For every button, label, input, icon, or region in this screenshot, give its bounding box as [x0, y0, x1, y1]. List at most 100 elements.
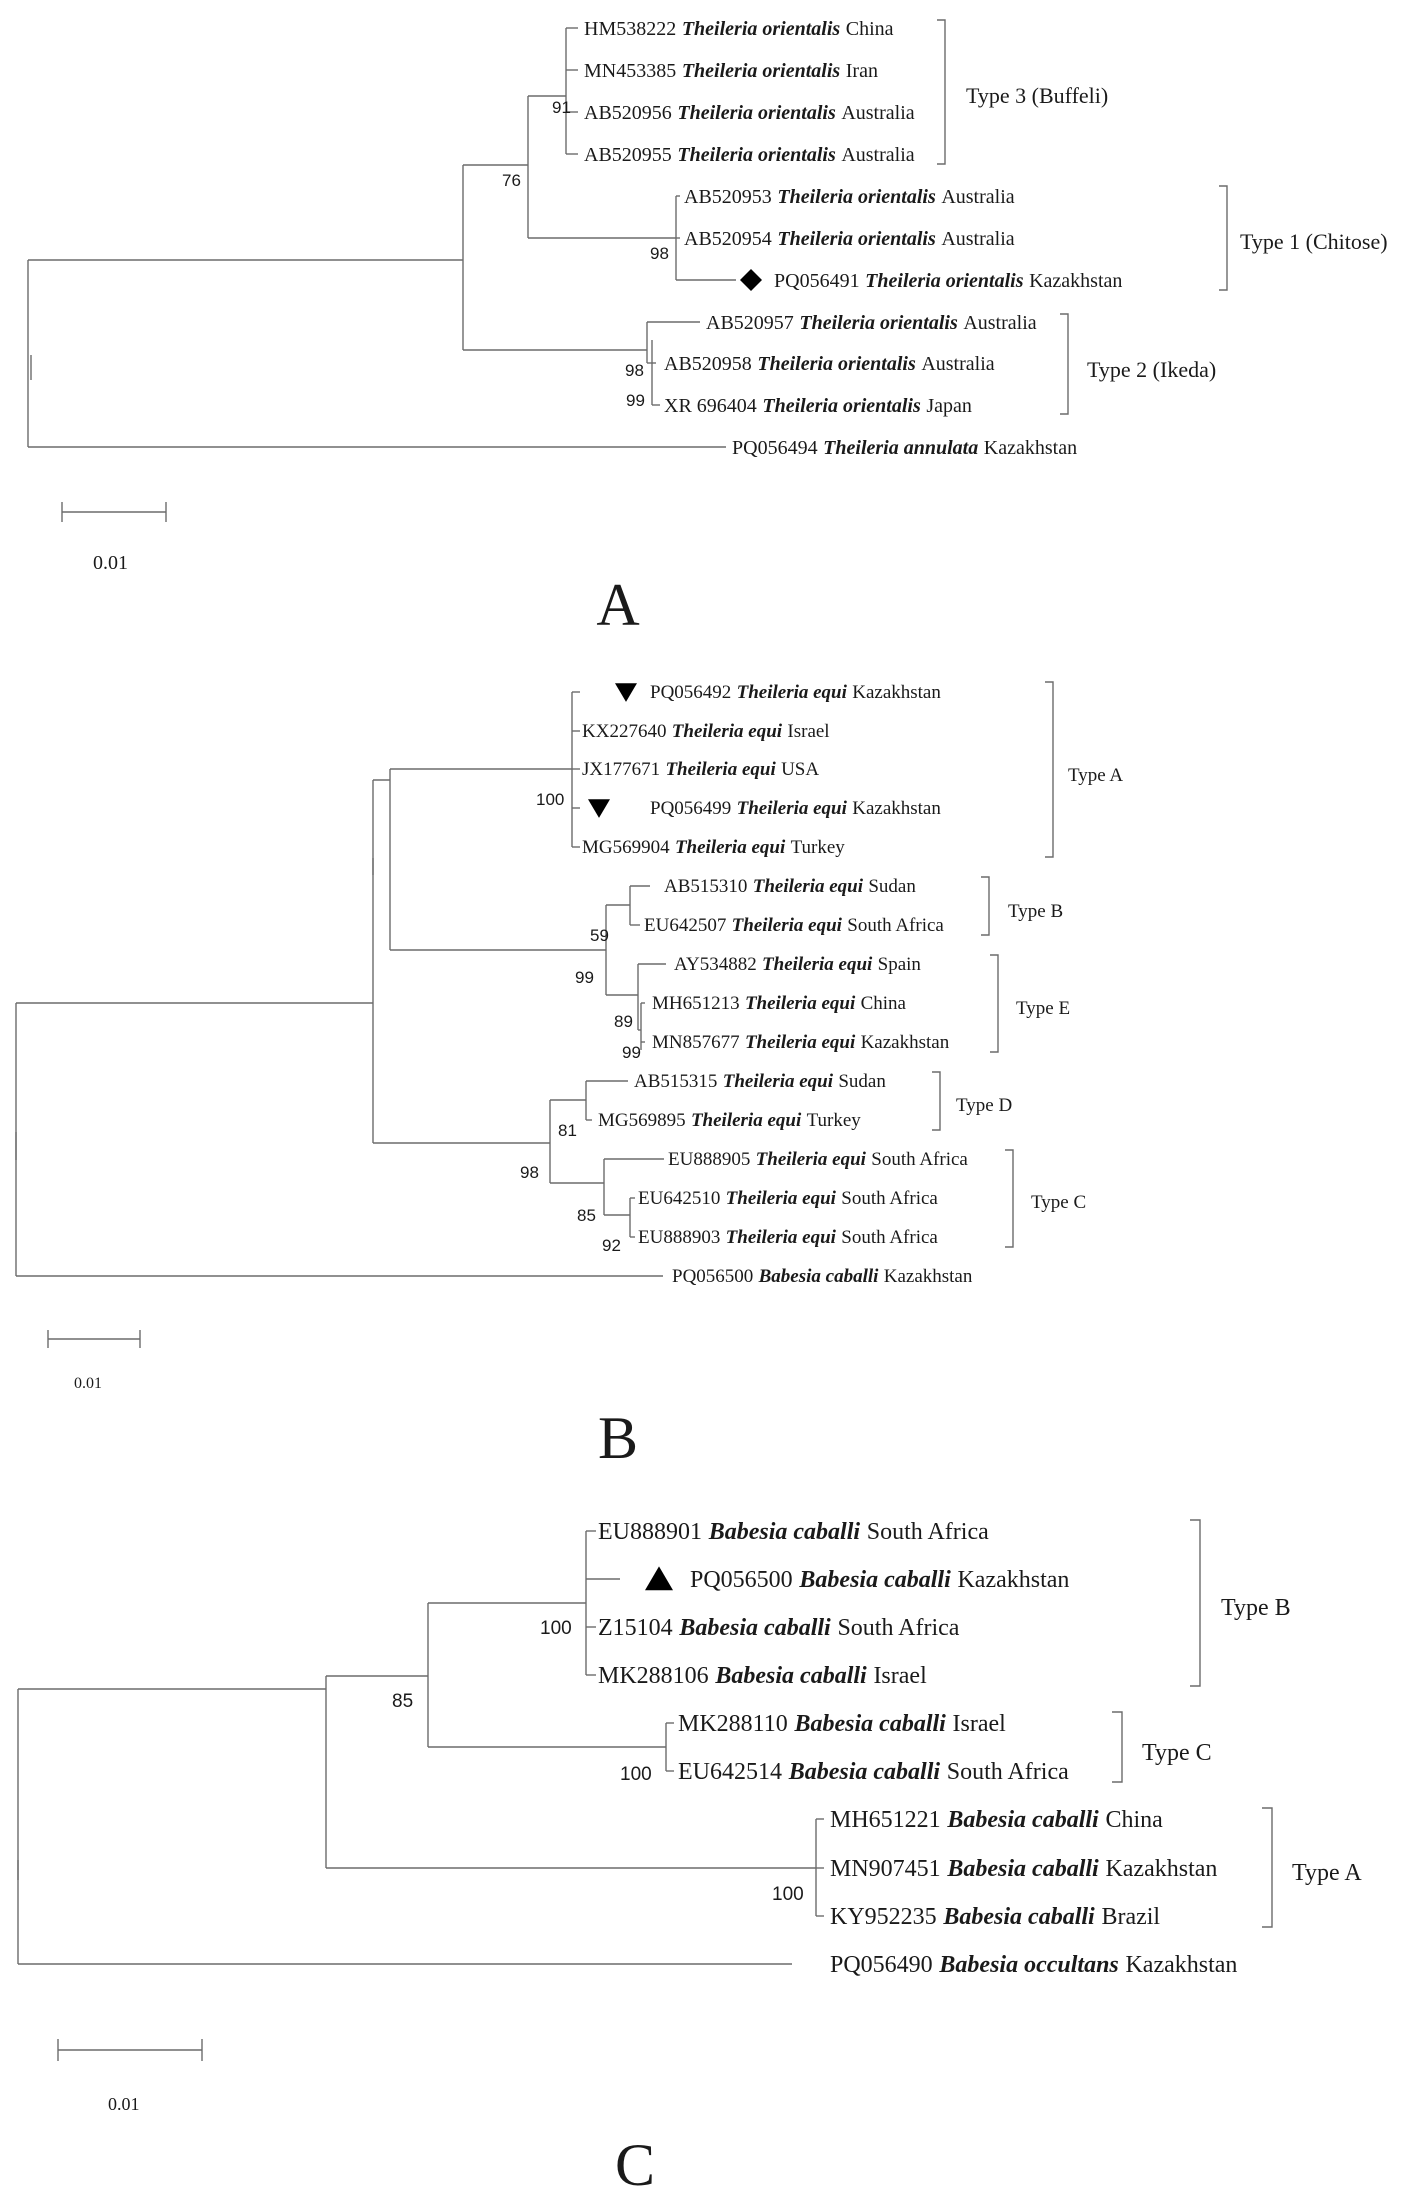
leaf-country: Kazakhstan — [1105, 1856, 1217, 1882]
bootstrap-value: 59 — [590, 926, 609, 945]
leaf-accession: MG569895 — [598, 1110, 686, 1131]
leaf-accession: KY952235 — [830, 1904, 937, 1930]
leaf-species: Theileria orientalis — [777, 186, 936, 208]
type-label: Type B — [1221, 1595, 1291, 1621]
leaf-species: Theileria equi — [762, 954, 873, 975]
leaf-country: South Africa — [837, 1615, 959, 1641]
leaf-species: Theileria equi — [737, 682, 848, 703]
leaf-accession: XR 696404 — [664, 395, 757, 417]
leaf-country: Kazakhstan — [852, 682, 941, 703]
bootstrap-value: 89 — [614, 1012, 633, 1031]
leaf-country: China — [861, 993, 907, 1014]
triangle-down-marker — [588, 799, 610, 818]
clade-bracket — [990, 954, 999, 1053]
leaf-accession: MH651213 — [652, 993, 740, 1014]
clade-bracket — [937, 19, 946, 165]
leaf-accession: MN453385 — [584, 60, 676, 82]
leaf-accession: JX177671 — [582, 759, 660, 780]
leaf-accession: PQ056500 — [690, 1567, 793, 1593]
clade-bracket — [1262, 1807, 1273, 1928]
panel-letter-c: C — [615, 2132, 655, 2193]
bootstrap-value: 76 — [502, 171, 521, 190]
clade-bracket — [1005, 1149, 1014, 1248]
panel-letter-b: B — [598, 1405, 638, 1471]
leaf-species: Theileria orientalis — [865, 270, 1024, 292]
diamond-marker — [740, 269, 762, 291]
scale-label: 0.01 — [74, 1375, 102, 1392]
bootstrap-value: 98 — [520, 1163, 539, 1182]
leaf-accession: AB520957 — [706, 312, 794, 334]
type-label: Type 1 (Chitose) — [1240, 229, 1388, 254]
leaf-country: Kazakhstan — [984, 437, 1077, 459]
leaf-accession: EU642507 — [644, 915, 726, 936]
type-label: Type D — [956, 1095, 1012, 1116]
bootstrap-value: 85 — [577, 1206, 596, 1225]
leaf-country: Spain — [878, 954, 922, 975]
type-label: Type E — [1016, 998, 1070, 1019]
bootstrap-value: 100 — [536, 790, 564, 809]
scale-label: 0.01 — [93, 552, 128, 574]
clade-bracket — [1190, 1519, 1201, 1687]
leaf-accession: EU888905 — [668, 1149, 750, 1170]
leaf-species: Theileria equi — [691, 1110, 802, 1131]
scale-label: 0.01 — [108, 2094, 140, 2114]
leaf-accession: PQ056494 — [732, 437, 818, 459]
leaf-species: Theileria orientalis — [677, 144, 836, 166]
leaf-species: Theileria equi — [665, 759, 776, 780]
leaf-accession: MK288106 — [598, 1663, 709, 1689]
leaf-country: Iran — [846, 60, 878, 82]
leaf-country: China — [1105, 1807, 1163, 1833]
leaf-species: Theileria equi — [753, 876, 864, 897]
leaf-country: South Africa — [841, 1227, 938, 1248]
leaf-species: Babesia caballi — [678, 1615, 831, 1641]
leaf-country: Kazakhstan — [1125, 1952, 1237, 1978]
clade-bracket — [1045, 681, 1054, 858]
bootstrap-value: 99 — [575, 968, 594, 987]
leaf-country: Turkey — [807, 1110, 862, 1131]
leaf-species: Theileria equi — [672, 721, 783, 742]
leaf-accession: MH651221 — [830, 1807, 941, 1833]
leaf-accession: AB520955 — [584, 144, 672, 166]
leaf-country: Kazakhstan — [957, 1567, 1069, 1593]
leaf-accession: MN907451 — [830, 1856, 941, 1882]
leaf-country: South Africa — [947, 1759, 1069, 1785]
leaf-species: Babesia caballi — [798, 1567, 951, 1593]
leaf-accession: EU642514 — [678, 1759, 782, 1785]
leaf-accession: AB520956 — [584, 102, 672, 124]
bootstrap-value: 91 — [552, 98, 571, 117]
leaf-accession: AB520958 — [664, 353, 752, 375]
leaf-species: Theileria equi — [723, 1071, 834, 1092]
leaf-species: Theileria orientalis — [799, 312, 958, 334]
leaf-country: Australia — [941, 228, 1014, 250]
clade-bracket — [1060, 313, 1069, 415]
leaf-species: Theileria orientalis — [762, 395, 921, 417]
leaf-country: South Africa — [871, 1149, 968, 1170]
bootstrap-value: 100 — [540, 1618, 572, 1639]
leaf-species: Theileria equi — [756, 1149, 867, 1170]
